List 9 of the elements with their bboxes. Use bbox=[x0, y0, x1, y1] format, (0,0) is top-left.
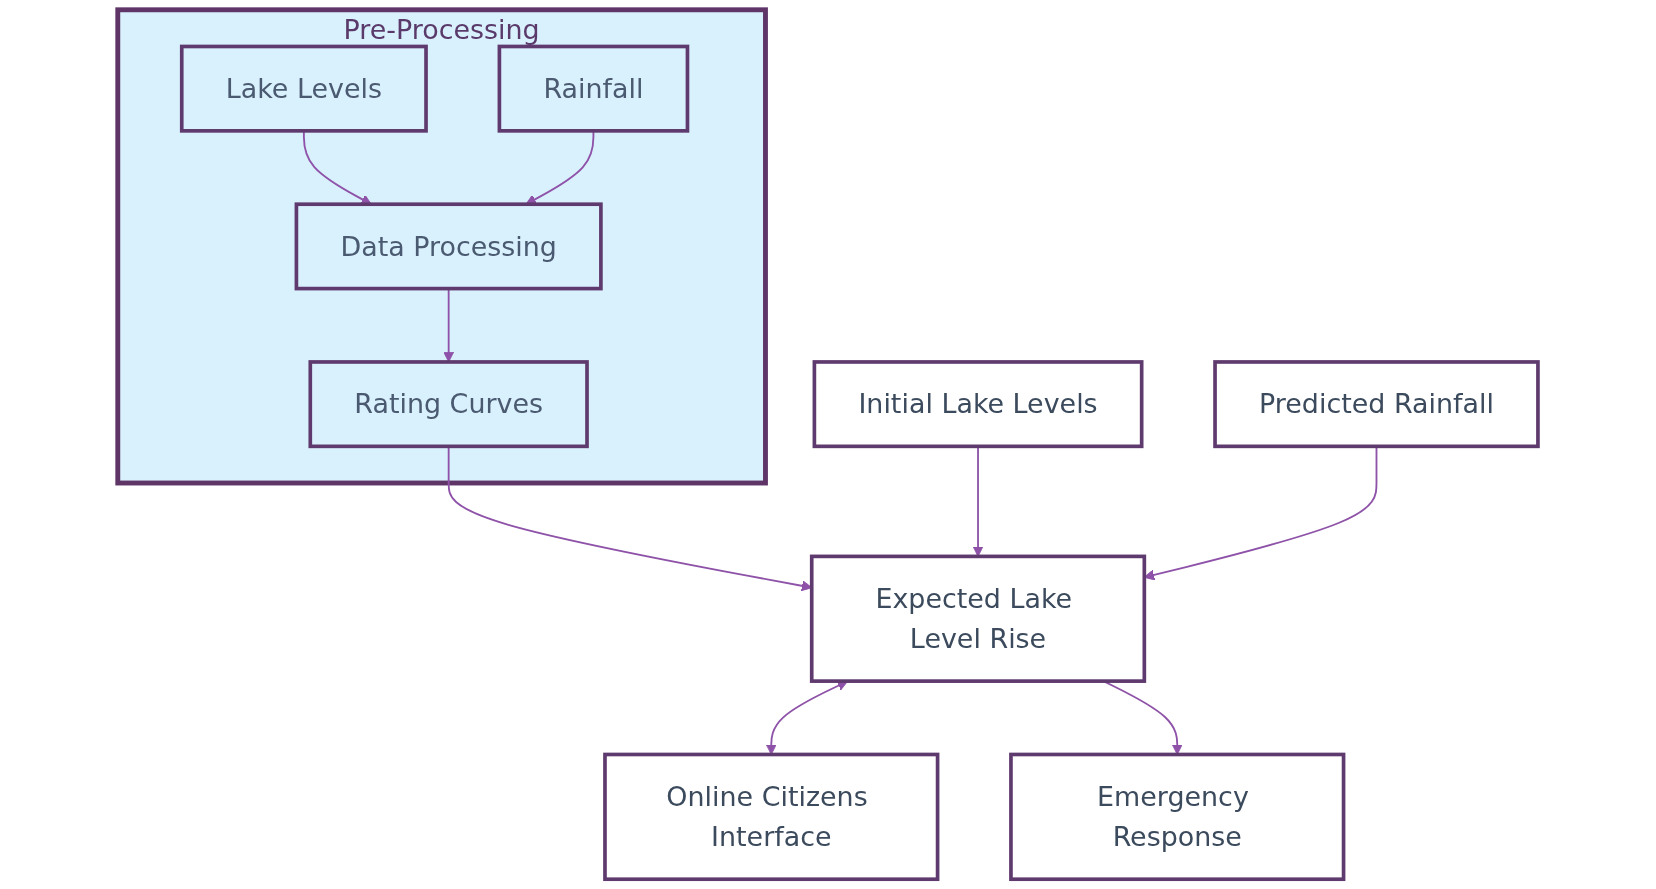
node-box: Emergency Response bbox=[1009, 752, 1346, 882]
node-box: Initial Lake Levels bbox=[812, 360, 1144, 449]
node-box: Data Processing bbox=[294, 202, 603, 291]
node-box: Predicted Rainfall bbox=[1213, 360, 1540, 449]
node-box: Expected Lake Level Rise bbox=[810, 554, 1147, 683]
node-box: Rainfall bbox=[497, 44, 690, 133]
node-box: Lake Levels bbox=[180, 44, 428, 133]
node-box: Online Citizens Interface bbox=[603, 752, 940, 882]
node-box: Rating Curves bbox=[308, 360, 589, 449]
